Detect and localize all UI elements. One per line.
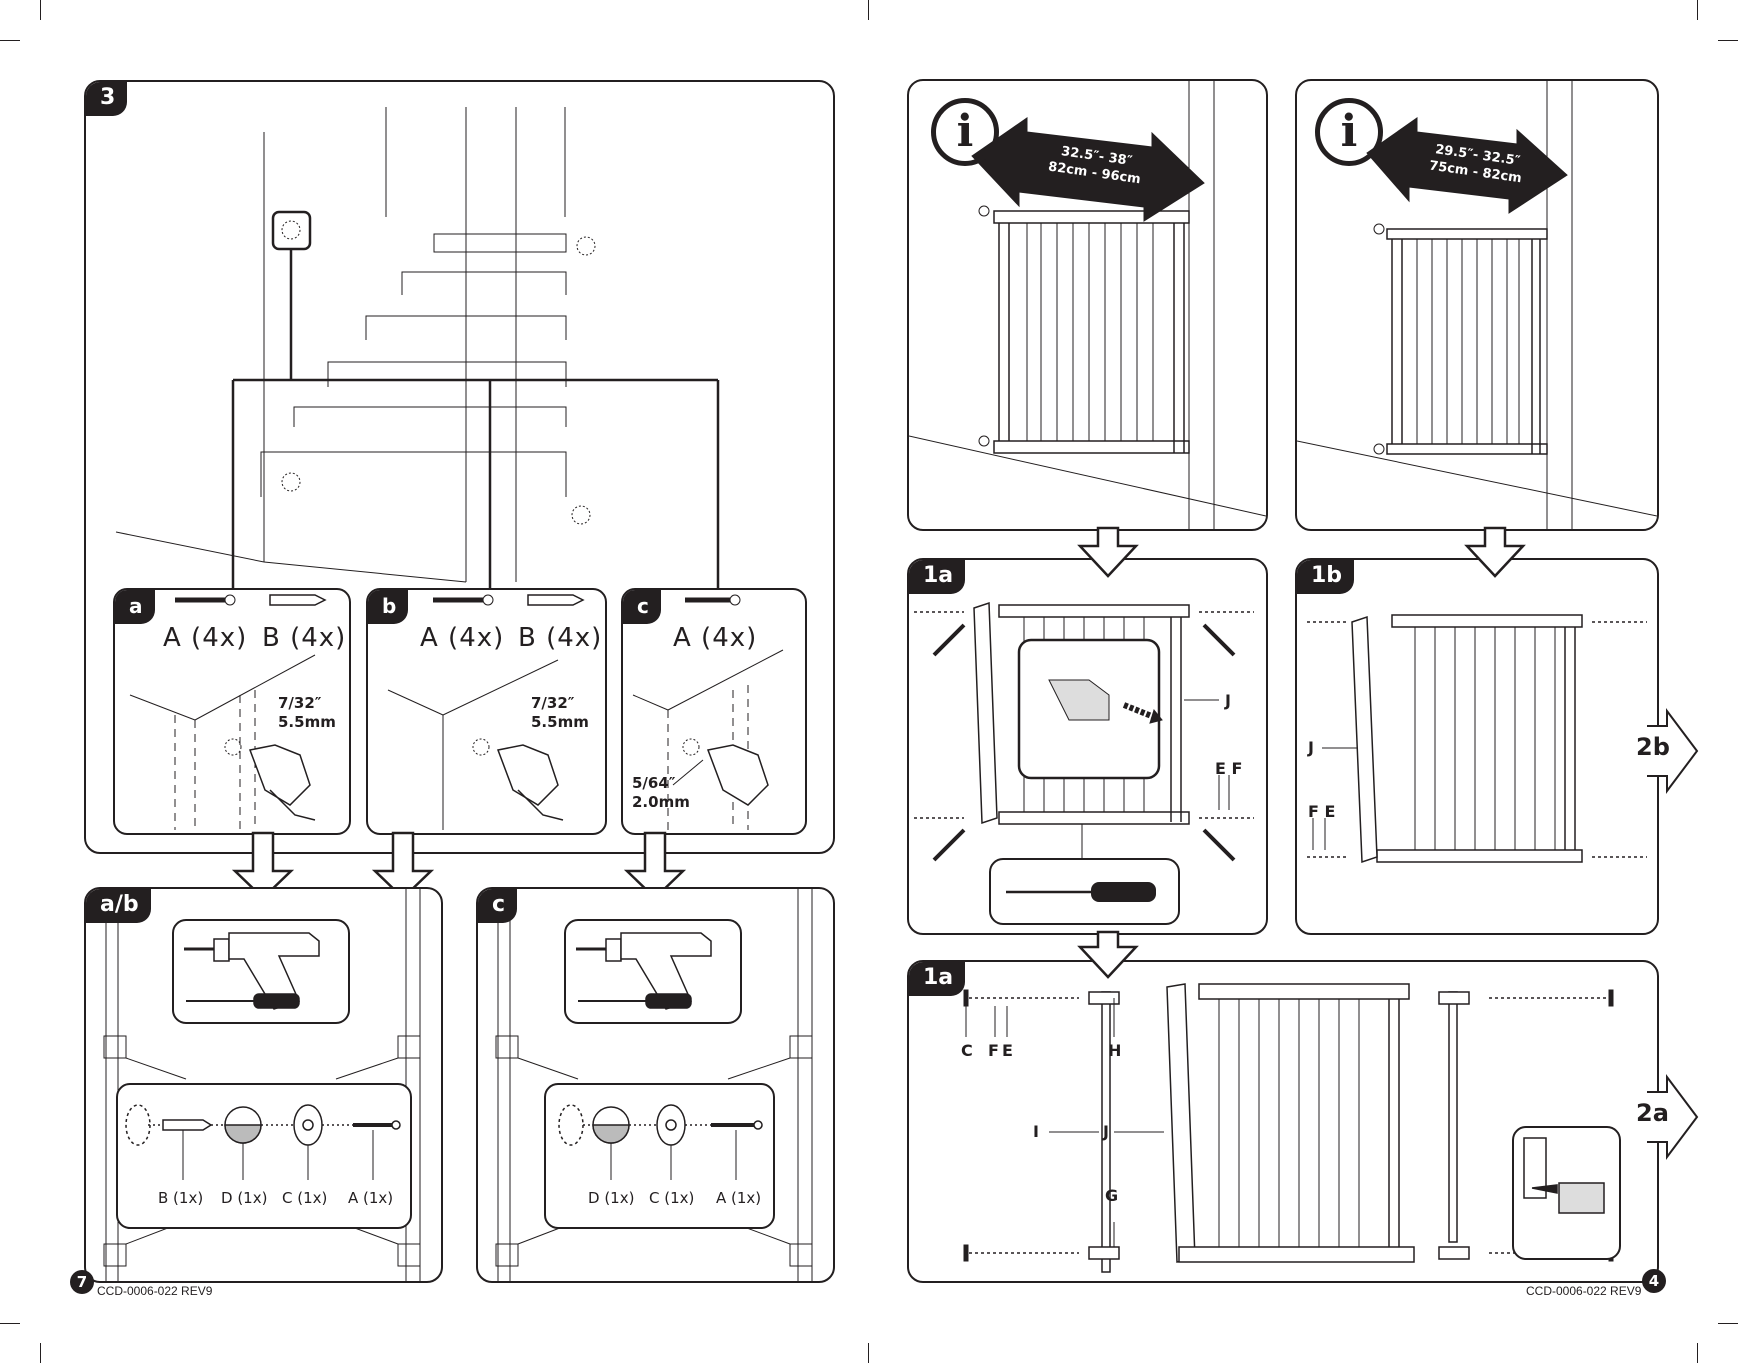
screwdriver-icon [1006,882,1156,902]
crop-mark [1718,40,1738,41]
install-ab-tab: a/b [86,889,151,923]
drill-size: 7/32″ 5.5mm [278,694,336,732]
doc-code: CCD-0006-022 REV9 [97,1284,213,1298]
part-label-e: E [1002,1041,1013,1060]
screwdriver-box [989,858,1180,925]
drill-and-screwdriver-icon [576,932,712,1010]
crop-mark [1697,1343,1698,1363]
doc-code: CCD-0006-022 REV9 [1526,1284,1642,1298]
crop-mark [1697,0,1698,20]
part-label-c: C [961,1041,973,1060]
drill-size-inches: 7/32″ [531,694,575,712]
step-1b-panel: 1b J F E [1295,558,1659,935]
part-label-c: C (1x) [282,1189,328,1207]
drill-size: 7/32″ 5.5mm [531,694,589,732]
option-a-panel: a A (4x) B (4x) 7/32″ 5.5mm [113,588,351,835]
width-arrow-icon [971,117,1205,222]
option-b-panel: b A (4x) B (4x) 7/32″ 5.5mm [366,588,607,835]
width-arrow-icon [1366,117,1568,214]
option-c-illustration [632,594,784,830]
part-label-j: J [1225,691,1231,710]
parts-exploded-view [125,1104,401,1180]
connector-detail-box [1512,1126,1621,1260]
crop-mark [0,40,20,41]
info-wide-opening-panel: i 32.5″- 38″ 82cm - 96cm [907,79,1268,531]
part-b-qty: B (4x) [262,623,347,653]
drill-size-mm: 5.5mm [531,713,589,731]
part-label-j: J [1308,738,1314,757]
crop-mark [1718,1323,1738,1324]
step-1a-detail-illustration [963,983,1614,1273]
step-1a-tab: 1a [909,560,966,594]
step-1b-illustration [1307,614,1647,864]
step-1b-tab: 1b [1297,560,1355,594]
part-label-a: A (1x) [348,1189,394,1207]
part-a-qty: A (4x) [420,623,505,653]
step-1a-detail-tab: 1a [909,962,966,996]
crop-mark [40,0,41,20]
crop-mark [40,1343,41,1363]
drill-and-screwdriver-icon [184,932,320,1010]
right-page: i 32.5″- 38″ 82cm - 96cm [869,0,1738,1363]
page-number: 7 [70,1270,94,1294]
drill-size: 5/64″ 2.0mm [632,774,690,812]
info-icon: i [931,98,999,166]
install-ab-panel: a/b [84,887,443,1283]
install-c-tab: c [478,889,518,923]
crop-mark [0,1323,20,1324]
parts-exploded-view [558,1104,763,1180]
option-a-illustration [129,594,327,830]
part-a-qty: A (4x) [673,623,758,653]
drill-size-mm: 5.5mm [278,713,336,731]
option-c-tab: c [623,590,661,624]
part-label-h: H [1108,1041,1122,1060]
page-number: 4 [1642,1269,1666,1293]
part-label-g: G [1105,1186,1119,1205]
info-icon: i [1315,98,1383,166]
install-c-panel: c [476,887,835,1283]
step-1a-panel: 1a [907,558,1268,935]
part-label-j: J [1103,1122,1109,1141]
part-label-b: B (1x) [158,1189,204,1207]
option-b-illustration [387,594,585,830]
option-c-panel: c A (4x) 5/64″ 2.0mm [621,588,807,835]
gate-wide-illustration [909,81,1266,529]
gate-narrow-illustration [1297,81,1657,529]
part-label-i: I [1033,1122,1039,1141]
parts-box: B (1x) D (1x) C (1x) A (1x) [116,1083,412,1229]
crop-mark [868,0,869,20]
part-label-d: D (1x) [221,1189,268,1207]
step-1a-detail-panel: 1a [907,960,1659,1283]
next-step-label: 2a [1636,1099,1669,1127]
next-step-arrow-icon [1647,708,1699,794]
step-1a-illustration [914,601,1254,862]
install-c-illustration [495,889,813,1281]
part-label-f: F [988,1041,999,1060]
parts-box: D (1x) C (1x) A (1x) [544,1083,775,1229]
part-label-a: A (1x) [716,1189,762,1207]
left-page: 3 [70,80,835,1298]
staircase-illustration [115,107,720,589]
option-a-tab: a [115,590,155,624]
part-a-qty: A (4x) [163,623,248,653]
part-label-d: D (1x) [588,1189,635,1207]
part-label-ef: E F [1215,759,1243,778]
crop-mark [868,1343,869,1363]
option-b-tab: b [368,590,409,624]
next-step-arrow-icon [1647,1074,1699,1160]
drill-size-inches: 5/64″ [632,774,676,792]
connector-detail-icon [1523,1137,1605,1214]
info-narrow-opening-panel: i 29.5″- 32.5″ 75cm - 82cm [1295,79,1659,531]
step-3-tab: 3 [86,82,128,116]
tool-box [172,919,350,1024]
part-label-fe: F E [1308,802,1336,821]
next-step-label: 2b [1636,733,1670,761]
drill-size-inches: 7/32″ [278,694,322,712]
part-b-qty: B (4x) [518,623,603,653]
drill-size-mm: 2.0mm [632,793,690,811]
tool-box [564,919,742,1024]
part-label-c: C (1x) [649,1189,695,1207]
